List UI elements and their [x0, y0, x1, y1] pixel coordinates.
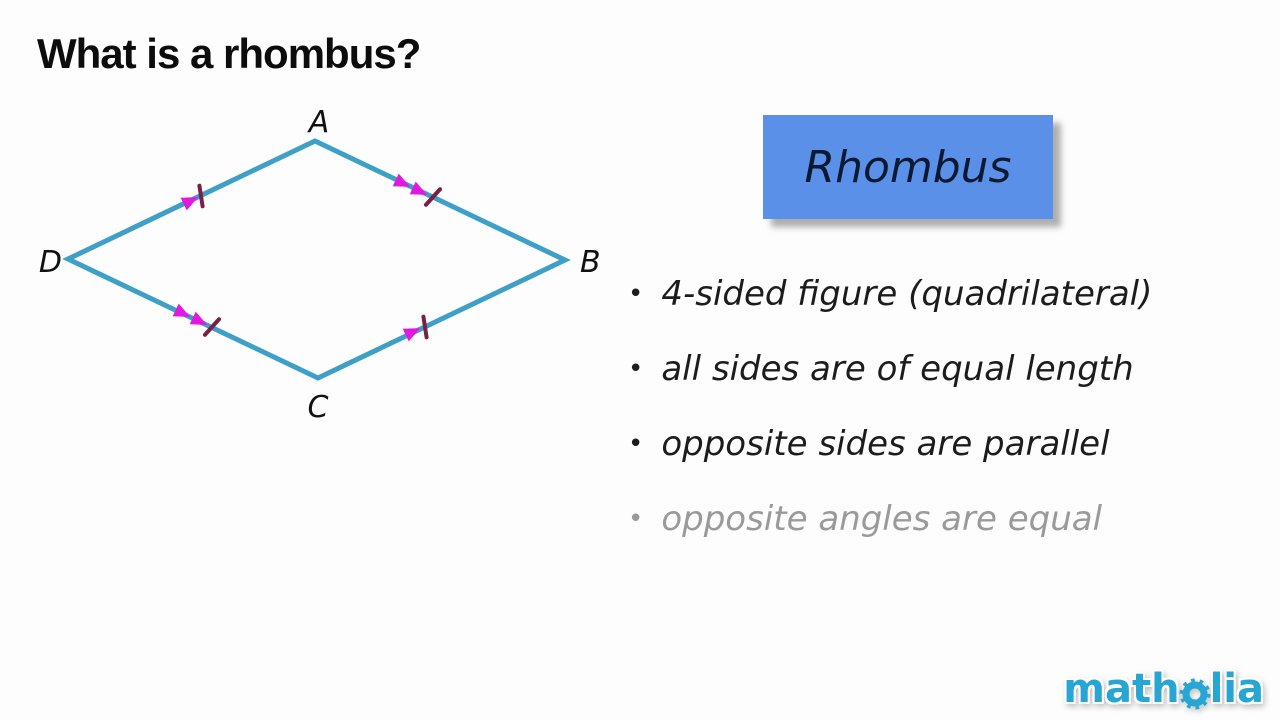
rhombus-diagram: A B C D	[39, 105, 601, 425]
vertex-label-b: B	[580, 245, 601, 280]
bullet-item: • all sides are of equal length	[628, 349, 1268, 389]
parallel-arrow-icon	[180, 197, 199, 211]
bullet-dot: •	[628, 279, 644, 309]
page-title: What is a rhombus?	[37, 30, 421, 77]
bullet-dot: •	[628, 504, 644, 534]
bullet-dot: •	[628, 354, 644, 384]
bullet-item: • 4-sided figure (quadrilateral)	[628, 274, 1268, 314]
vertex-label-a: A	[307, 105, 330, 140]
parallel-arrow-icon	[402, 328, 421, 342]
bullet-text: 4-sided figure (quadrilateral)	[661, 274, 1153, 314]
tick-mark-icon	[197, 183, 205, 209]
parallel-arrow-icon	[189, 311, 208, 325]
term-box: Rhombus	[763, 115, 1053, 219]
bullet-text: opposite angles are equal	[661, 499, 1103, 539]
parallel-arrow-icon	[172, 303, 191, 317]
logo-text-lia: lia	[1209, 666, 1264, 712]
bullet-text: all sides are of equal length	[661, 349, 1134, 389]
tick-mark-icon	[423, 187, 443, 207]
bullet-text: opposite sides are parallel	[661, 424, 1110, 464]
rhombus-outline	[62, 138, 571, 381]
term-box-label: Rhombus	[804, 141, 1012, 193]
logo-text-math: math	[1063, 666, 1180, 712]
bullet-dot: •	[628, 429, 644, 459]
tick-mark-icon	[421, 314, 429, 340]
tick-mark-icon	[202, 317, 222, 337]
parallel-arrow-icon	[409, 181, 428, 195]
bullet-list: • 4-sided figure (quadrilateral) • all s…	[628, 274, 1268, 576]
gear-o-icon	[1179, 678, 1211, 710]
parallel-arrow-icon	[392, 173, 411, 187]
matholia-logo: math lia	[1063, 666, 1264, 712]
vertex-label-c: C	[308, 390, 329, 425]
bullet-item: • opposite sides are parallel	[628, 424, 1268, 464]
bullet-item: • opposite angles are equal	[628, 499, 1268, 539]
vertex-label-d: D	[39, 245, 62, 280]
